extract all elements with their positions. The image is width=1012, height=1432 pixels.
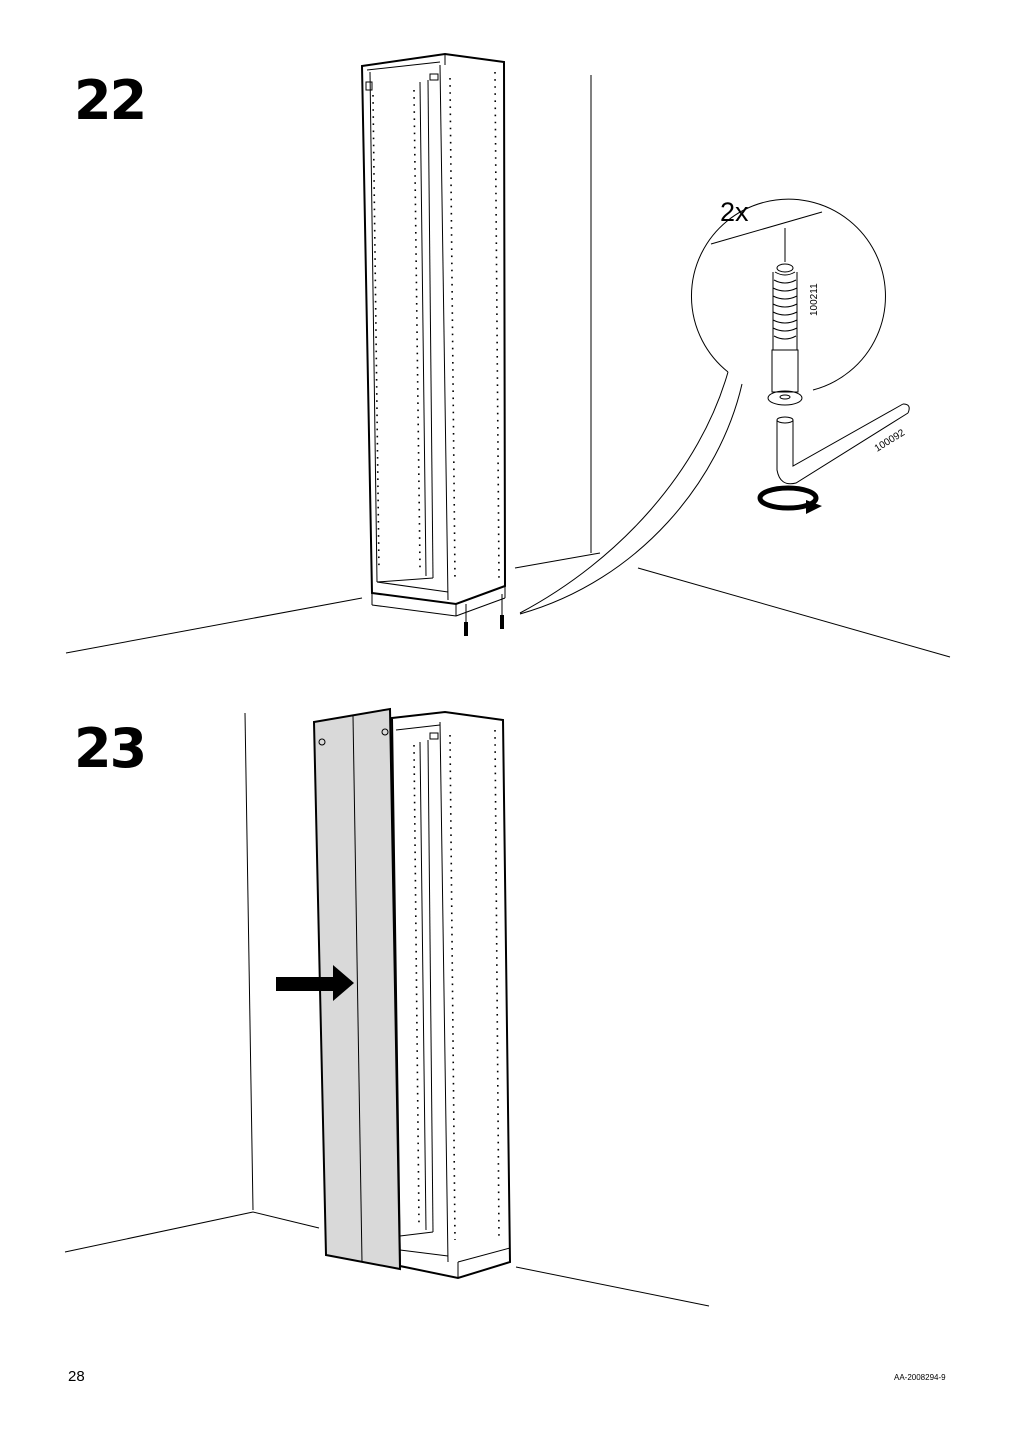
bookcase-frame-23 — [390, 710, 512, 1280]
detail-callout-22: 2x — [519, 197, 886, 615]
allen-key-100092: 100092 — [776, 403, 910, 485]
quantity-label: 2x — [720, 197, 749, 227]
step-23-number: 23 — [74, 717, 147, 780]
step-22-number: 22 — [74, 69, 147, 132]
door-panel — [312, 707, 402, 1271]
arrow-right-icon — [276, 965, 354, 1001]
bookcase-frame-22 — [360, 52, 507, 636]
document-id: AA-2008294-9 — [894, 1373, 946, 1382]
part-number-screw: 100211 — [809, 283, 820, 316]
room-lines-23 — [64, 712, 710, 1307]
leveling-screw-100211: 100211 — [767, 228, 820, 406]
room-lines-22 — [65, 75, 951, 658]
page-number: 28 — [68, 1368, 85, 1385]
rotate-clockwise-icon — [757, 485, 822, 514]
step-23-illustration — [64, 707, 710, 1307]
step-22-illustration: 2x 100211 100092 — [65, 52, 951, 658]
